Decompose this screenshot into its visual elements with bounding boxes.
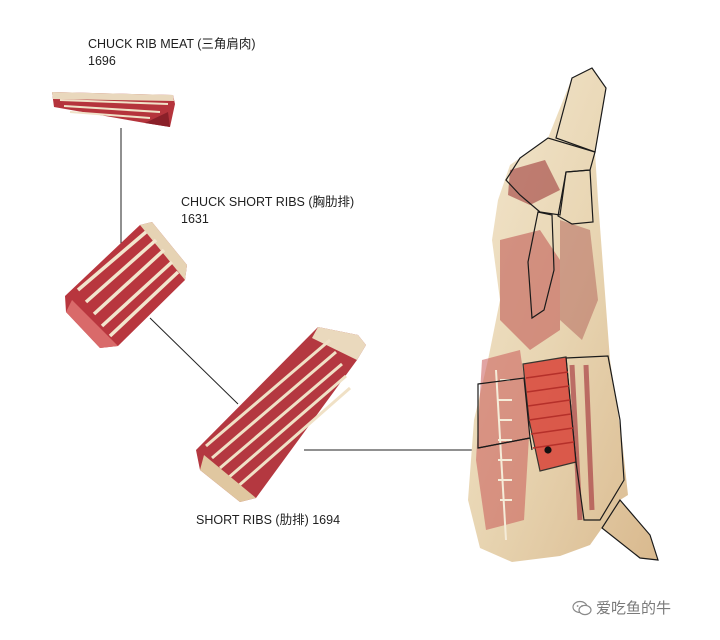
label-chuck-rib-meat-name: CHUCK RIB MEAT (三角肩肉) — [88, 37, 256, 51]
chuck-rib-meat-image — [52, 92, 175, 127]
short-ribs-location-dot — [544, 446, 551, 453]
wechat-icon — [572, 600, 592, 616]
short-ribs-image — [196, 327, 366, 502]
label-chuck-short-ribs-code: 1631 — [181, 211, 354, 228]
watermark: 爱吃鱼的牛 — [572, 597, 671, 618]
label-short-ribs: SHORT RIBS (肋排) 1694 — [196, 512, 340, 529]
label-chuck-short-ribs-name: CHUCK SHORT RIBS (胸肋排) — [181, 195, 354, 209]
connector-line-short-ribs — [150, 318, 238, 404]
watermark-text: 爱吃鱼的牛 — [596, 597, 671, 618]
label-chuck-short-ribs: CHUCK SHORT RIBS (胸肋排) 1631 — [181, 194, 354, 228]
label-short-ribs-code: 1694 — [312, 513, 340, 527]
label-chuck-rib-meat: CHUCK RIB MEAT (三角肩肉) 1696 — [88, 36, 256, 70]
label-short-ribs-name: SHORT RIBS (肋排) — [196, 513, 309, 527]
chuck-short-ribs-image — [65, 222, 187, 348]
label-chuck-rib-meat-code: 1696 — [88, 53, 256, 70]
